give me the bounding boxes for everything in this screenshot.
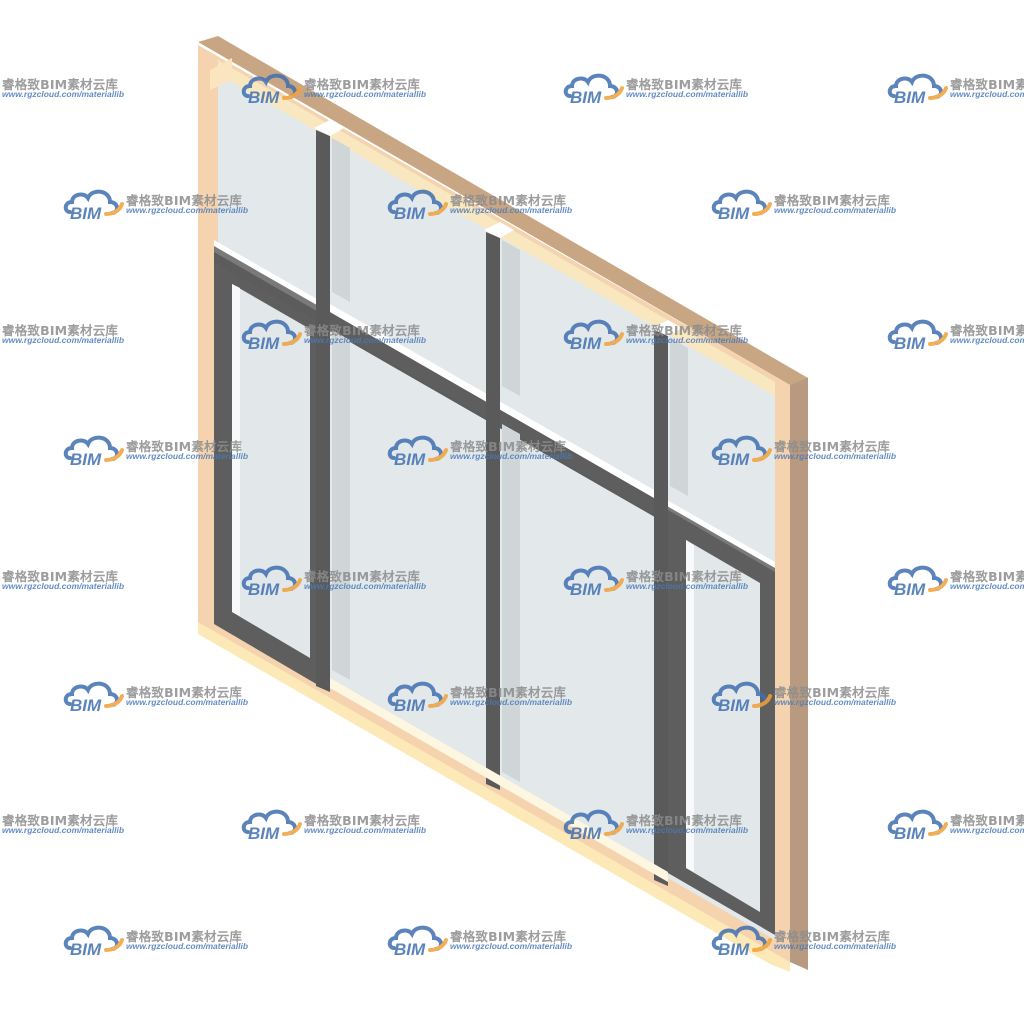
glass-stripe-3 [670,338,688,496]
right-sash-glass-edge [686,540,694,872]
mullion-3 [654,330,668,886]
frame-top-left-highlight [210,58,232,90]
left-sash-glass-edge [232,284,240,616]
glass-stripe-4 [332,330,350,680]
mullion-1 [316,130,330,692]
frame-right-side [790,370,808,970]
mullion-2 [486,232,500,790]
mullion-3-cap [652,320,682,336]
mullion-1-cap [314,120,344,136]
right-sash-glass [686,540,760,912]
mullion-2-cap [484,222,514,238]
glass-stripe-2 [502,240,520,396]
glass-stripe-5 [502,424,520,782]
frame-bottom-face [198,622,790,972]
left-sash-glass [232,284,310,658]
frame-top-edge [198,36,808,385]
glass-stripe-1 [332,138,350,302]
